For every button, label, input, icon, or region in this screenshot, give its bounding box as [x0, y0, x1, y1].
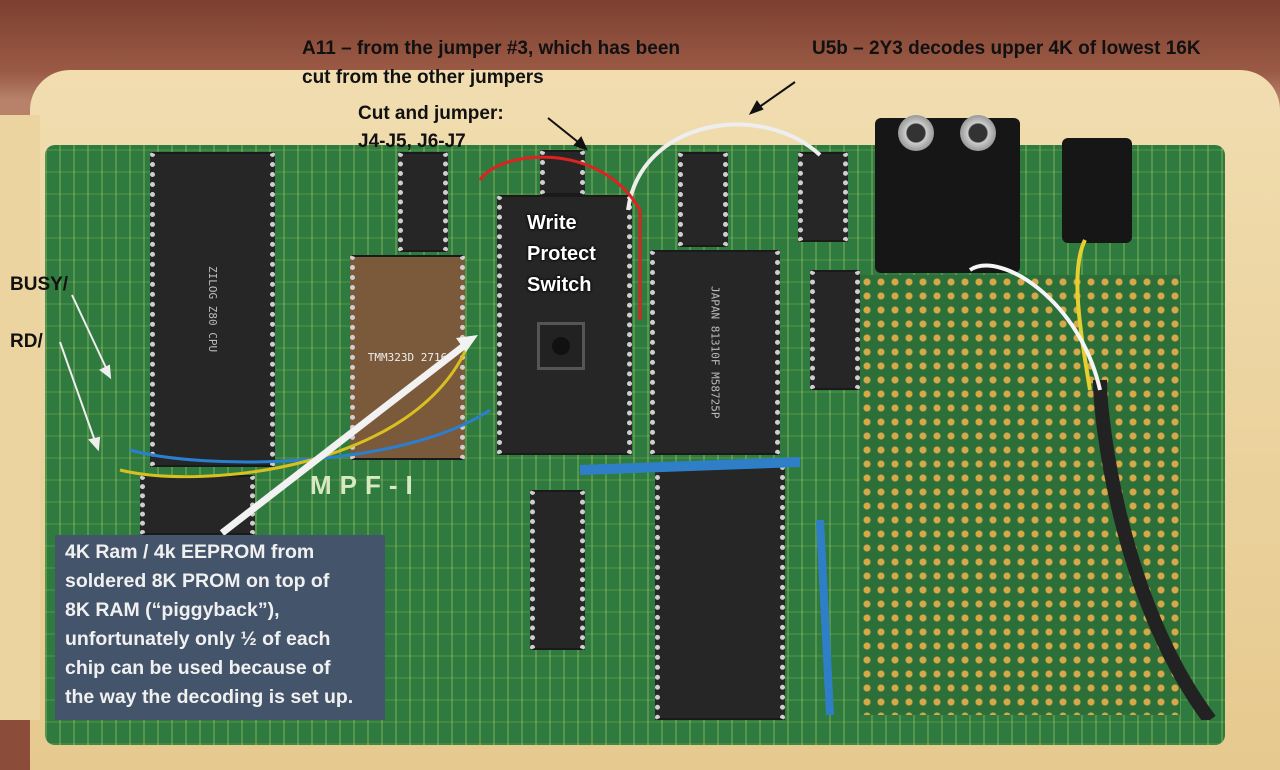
callout-line: the way the decoding is set up.	[65, 686, 354, 708]
white-wire	[626, 122, 822, 211]
callout-line: 8K RAM (“piggyback”),	[65, 599, 280, 621]
a11-annotation-line1: A11 – from the jumper #3, which has been	[302, 38, 681, 59]
eprom-label: TMM323D 2716	[367, 351, 448, 364]
z80-cpu-chip: ZILOG Z80 CPU	[150, 152, 275, 467]
red-wire	[478, 155, 642, 320]
write-protect-line: Switch	[527, 274, 592, 296]
cut-jumper-annotation-line2: J4-J5, J6-J7	[358, 131, 466, 152]
u5b-arrow	[754, 81, 796, 111]
logic-chip	[810, 270, 860, 390]
write-protect-line: Protect	[527, 243, 596, 265]
callout-line: 4K Ram / 4k EEPROM from	[65, 541, 315, 563]
cpu-label: ZILOG Z80 CPU	[206, 266, 219, 353]
audio-jack	[898, 115, 934, 151]
wires-and-arrows	[59, 81, 1216, 720]
cut-jumper-annotation-line1: Cut and jumper:	[358, 103, 504, 124]
logic-chip	[530, 490, 585, 650]
power-jack	[1062, 138, 1132, 243]
blue-jumper	[816, 519, 834, 716]
write-protect-label: Write Protect Switch	[527, 208, 596, 301]
rd-label: RD/	[10, 331, 43, 352]
breadboard-user-area	[860, 275, 1180, 715]
rd-arrow	[59, 341, 97, 445]
logic-chip	[398, 152, 448, 252]
busy-label: BUSY/	[10, 274, 69, 295]
callout-line: soldered 8K PROM on top of	[65, 570, 330, 592]
callout-line: chip can be used because of	[65, 657, 331, 679]
memory-callout-box: 4K Ram / 4k EEPROM from soldered 8K PROM…	[55, 535, 385, 720]
audio-jack	[960, 115, 996, 151]
rom-chip: JAPAN 81310F M58725P	[650, 250, 780, 455]
busy-arrow	[71, 294, 109, 373]
callout-line: unfortunately only ½ of each	[65, 628, 331, 650]
black-cable	[1093, 379, 1216, 720]
rom-label: JAPAN 81310F M58725P	[708, 286, 722, 419]
audio-jack-block	[875, 118, 1020, 273]
white-wire	[968, 263, 1102, 391]
u5b-annotation: U5b – 2Y3 decodes upper 4K of lowest 16K	[812, 38, 1201, 59]
write-protect-line: Write	[527, 212, 577, 234]
a11-annotation-line2: cut from the other jumpers	[302, 67, 544, 88]
write-protect-switch	[537, 322, 585, 370]
case-lid-edge	[0, 115, 40, 720]
board-silkscreen: MPF-I	[310, 470, 421, 500]
yellow-wire	[1075, 239, 1092, 391]
logic-chip	[798, 152, 848, 242]
logic-chip	[678, 152, 728, 247]
yellow-wire	[119, 339, 472, 479]
blue-jumper	[579, 457, 801, 475]
blue-wire	[129, 408, 491, 464]
memory-arrow	[219, 335, 478, 536]
